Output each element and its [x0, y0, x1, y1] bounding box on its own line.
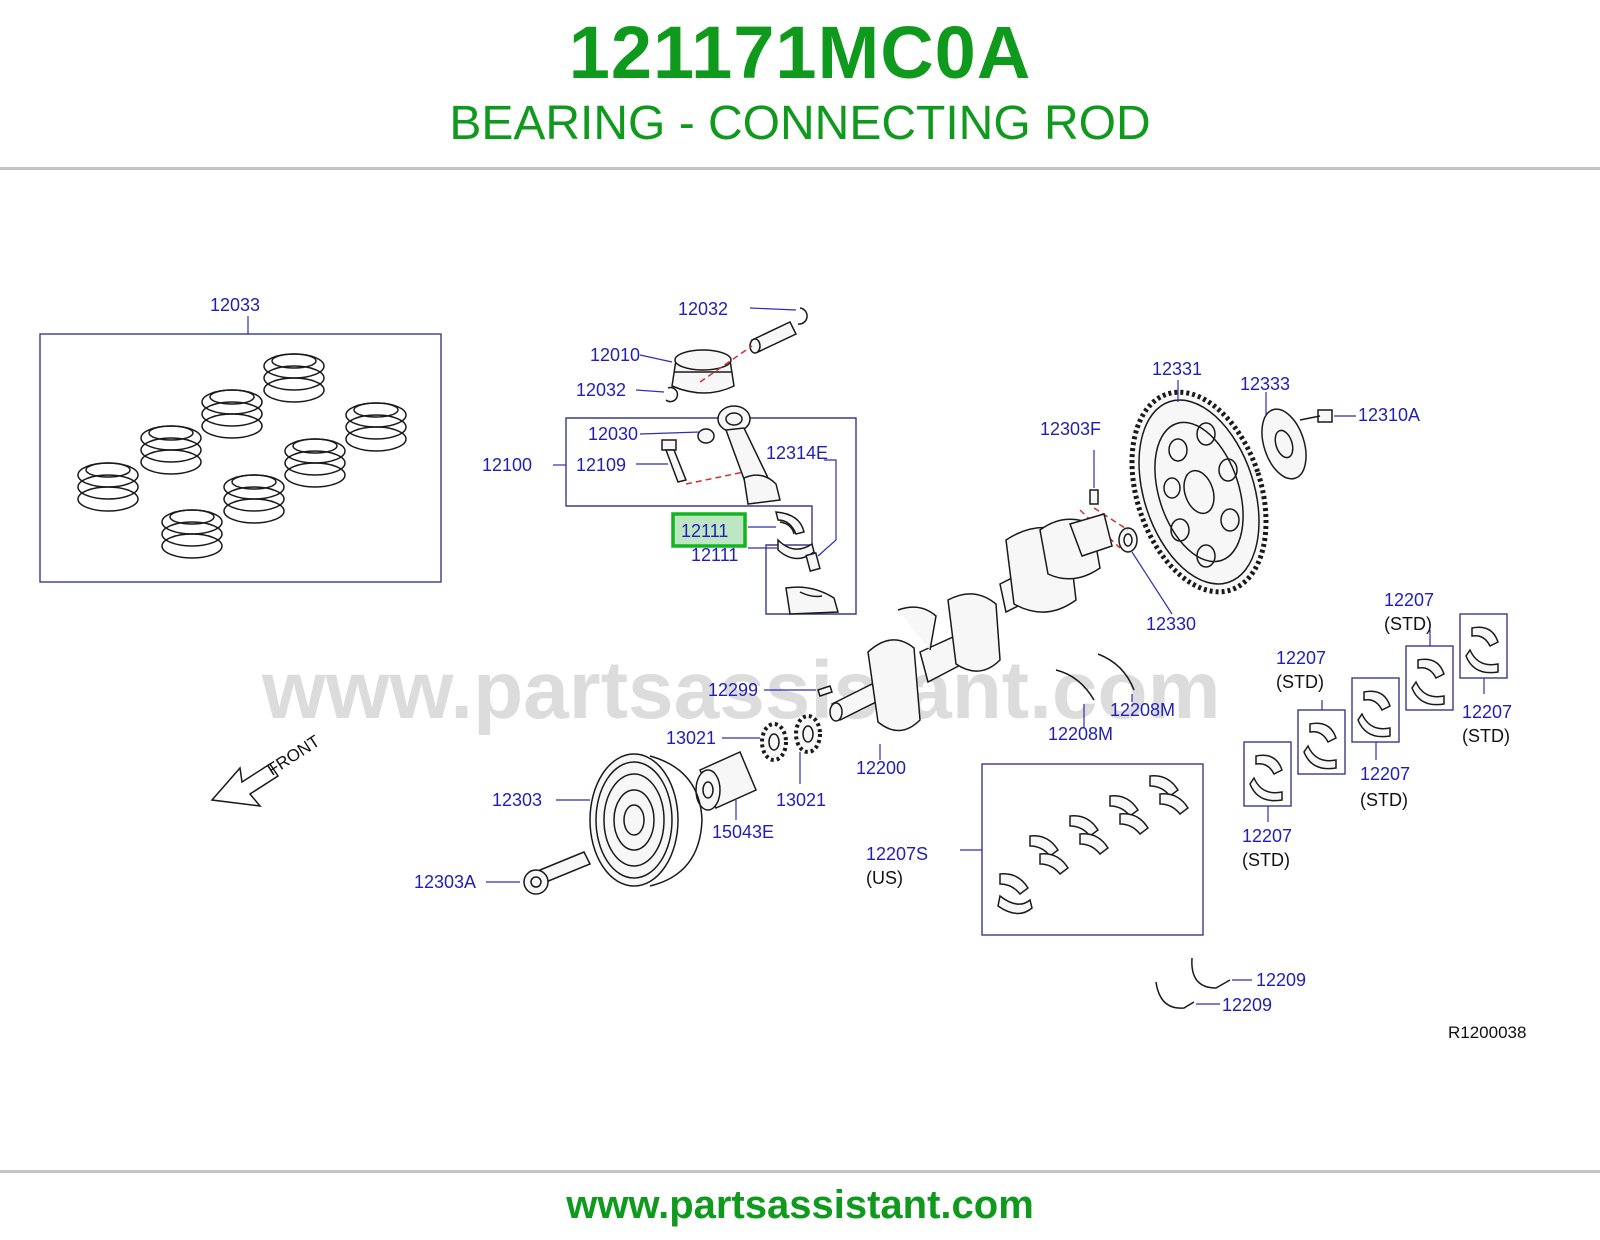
- reinforcement-plate-icon: [1261, 408, 1307, 480]
- flywheel-bolt-icon: [1299, 409, 1333, 423]
- crank-sprocket-icon: [760, 722, 788, 762]
- callout-12208m-upper[interactable]: 12208M: [1110, 700, 1175, 720]
- connecting-rod-bearing-upper-icon: [775, 511, 805, 535]
- footer-url-link[interactable]: www.partsassistant.com: [566, 1183, 1034, 1227]
- callout-12331[interactable]: 12331: [1152, 359, 1202, 379]
- crankshaft-pulley-icon: [589, 753, 703, 887]
- callout-12109[interactable]: 12109: [576, 455, 626, 475]
- callout-12207-1[interactable]: 12207: [1242, 826, 1292, 846]
- connecting-rod-bushing-icon: [639, 428, 715, 444]
- callout-12200[interactable]: 12200: [856, 758, 906, 778]
- callout-12303a[interactable]: 12303A: [414, 872, 476, 892]
- header-divider: [0, 167, 1600, 170]
- callout-12033[interactable]: 12033: [210, 295, 260, 315]
- callout-12111[interactable]: 12111: [691, 545, 738, 565]
- main-bearing-std-4-box: [1405, 645, 1454, 711]
- main-bearing-std-3-box: [1351, 677, 1400, 743]
- watermark-text: www.partsassistant.com: [261, 645, 1221, 736]
- crankshaft-key-icon: [817, 685, 833, 697]
- callout-12299[interactable]: 12299: [708, 680, 758, 700]
- callout-12209-lower[interactable]: 12209: [1222, 995, 1272, 1015]
- piston-pin-clip-icon: [797, 307, 808, 325]
- thrust-washer-upper-icon: [1097, 653, 1135, 691]
- piston-ring-set-icon: [77, 353, 407, 559]
- callout-12209-upper[interactable]: 12209: [1256, 970, 1306, 990]
- piston-pin-clip-lower-icon: [665, 386, 679, 403]
- pilot-bushing-icon: [1118, 527, 1138, 553]
- qualifier-std-5: (STD): [1384, 614, 1432, 634]
- piston-pin-icon: [749, 321, 798, 354]
- oil-pump-sprocket-icon: [794, 714, 822, 754]
- main-bearing-kit-icon: [997, 775, 1190, 915]
- dowel-pin-icon: [1079, 450, 1129, 549]
- callout-13021-left[interactable]: 13021: [666, 728, 716, 748]
- front-label: FRONT: [264, 732, 323, 780]
- connecting-rod-icon: [717, 405, 781, 505]
- main-bearing-std-2-box: [1297, 709, 1346, 775]
- callout-12303f[interactable]: 12303F: [1040, 419, 1101, 439]
- pulley-bolt-icon: [523, 851, 592, 895]
- callout-12333[interactable]: 12333: [1240, 374, 1290, 394]
- callout-12310a[interactable]: 12310A: [1358, 405, 1420, 425]
- connecting-rod-group-box: [565, 417, 857, 615]
- thrust-washer-lower-icon: [1055, 669, 1095, 701]
- callout-12100[interactable]: 12100: [482, 455, 532, 475]
- callout-12208m-lower[interactable]: 12208M: [1048, 724, 1113, 744]
- piston-ring-set-box: [39, 333, 442, 583]
- callout-12207-2[interactable]: 12207: [1276, 648, 1326, 668]
- connecting-rod-bolt-icon: [661, 439, 745, 485]
- selected-part-highlight: [671, 512, 747, 548]
- callout-12010[interactable]: 12010: [590, 345, 640, 365]
- diagram-reference-code: R1200038: [1448, 1023, 1526, 1042]
- front-arrow-icon: [210, 762, 280, 807]
- callout-12314e[interactable]: 12314E: [766, 443, 828, 463]
- qualifier-std-4: (STD): [1462, 726, 1510, 746]
- crank-pulley-spacer-icon: [695, 751, 757, 811]
- callout-12207-5[interactable]: 12207: [1384, 590, 1434, 610]
- connecting-rod-cap-icon: [785, 552, 839, 615]
- callout-12030[interactable]: 12030: [588, 424, 638, 444]
- thrust-bearing-upper-icon: [1191, 957, 1231, 989]
- callout-12330[interactable]: 12330: [1146, 614, 1196, 634]
- callout-12111-highlighted[interactable]: 12111: [681, 521, 728, 541]
- callout-12207-4[interactable]: 12207: [1462, 702, 1512, 722]
- callout-12032-upper[interactable]: 12032: [678, 299, 728, 319]
- part-number-title: 121171MC0A: [568, 11, 1032, 94]
- crankshaft-icon: [829, 513, 1113, 732]
- thrust-bearing-lower-icon: [1155, 981, 1195, 1009]
- callout-15043e[interactable]: 15043E: [712, 822, 774, 842]
- main-bearing-std-5-box: [1459, 613, 1508, 679]
- callout-12207-3[interactable]: 12207: [1360, 764, 1410, 784]
- callout-12032-lower[interactable]: 12032: [576, 380, 626, 400]
- callout-12303[interactable]: 12303: [492, 790, 542, 810]
- part-description-title: BEARING - CONNECTING ROD: [449, 97, 1151, 150]
- piston-icon: [671, 345, 753, 394]
- flywheel-icon: [1129, 389, 1269, 595]
- page-header: 121171MC0A BEARING - CONNECTING ROD: [0, 0, 1600, 168]
- callout-13021-right[interactable]: 13021: [776, 790, 826, 810]
- callout-12207s[interactable]: 12207S: [866, 844, 928, 864]
- qualifier-std-1: (STD): [1242, 850, 1290, 870]
- qualifier-std-3: (STD): [1360, 790, 1408, 810]
- connecting-rod-bearing-lower-icon: [777, 538, 815, 560]
- qualifier-std-2: (STD): [1276, 672, 1324, 692]
- footer-divider: [0, 1170, 1600, 1173]
- qualifier-us: (US): [866, 868, 903, 888]
- main-bearing-std-1-box: [1243, 741, 1292, 807]
